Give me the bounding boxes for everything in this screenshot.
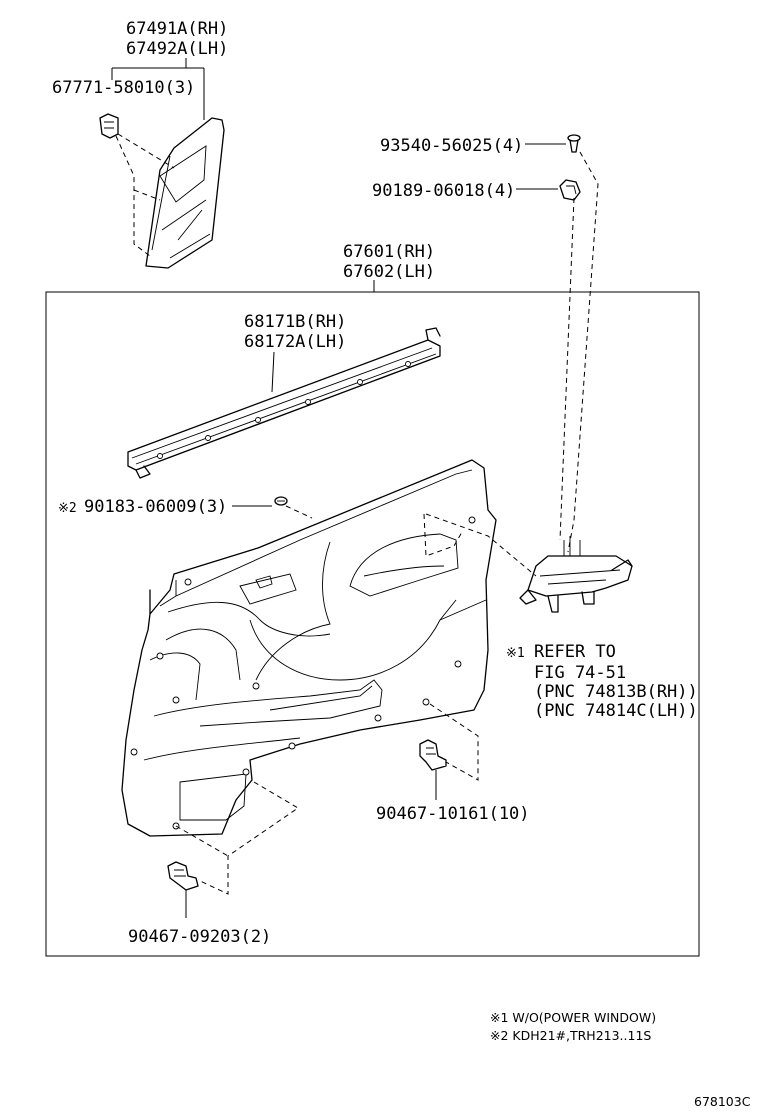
dashed-main-clip bbox=[429, 703, 479, 781]
weatherstrip-part bbox=[127, 327, 441, 479]
label-68171b[interactable]: 68171B(RH) bbox=[244, 312, 346, 332]
label-mark-2: ※2 bbox=[58, 501, 77, 516]
dashed-handle bbox=[423, 513, 537, 577]
label-67602[interactable]: 67602(LH) bbox=[343, 262, 435, 282]
dashed-small-clip bbox=[285, 505, 313, 519]
board-group: 67601(RH) 67602(LH) bbox=[45, 242, 700, 957]
main-clip-group: 90467-10161(10) bbox=[376, 703, 530, 824]
label-67492a[interactable]: 67492A(LH) bbox=[126, 39, 228, 59]
label-67771-58010[interactable]: 67771-58010(3) bbox=[52, 78, 195, 98]
small-clip-group: ※2 90183-06009(3) bbox=[58, 496, 313, 519]
label-90467-09203[interactable]: 90467-09203(2) bbox=[128, 927, 271, 947]
label-90183-06009[interactable]: 90183-06009(3) bbox=[84, 497, 227, 517]
inside-handle-group: ※1 REFER TO FIG 74-51 (PNC 74813B(RH)) (… bbox=[423, 513, 698, 721]
assembly-frame bbox=[45, 291, 700, 957]
dashed-upper-trim bbox=[115, 133, 175, 257]
dashed-lower-clip bbox=[175, 781, 299, 895]
upper-trim-panel bbox=[145, 117, 225, 269]
label-pnc-74813b[interactable]: (PNC 74813B(RH)) bbox=[534, 682, 698, 702]
small-clip-icon bbox=[274, 496, 288, 506]
label-67491a[interactable]: 67491A(RH) bbox=[126, 19, 228, 39]
label-90189-06018[interactable]: 90189-06018(4) bbox=[372, 181, 515, 201]
main-clip-icon bbox=[419, 739, 447, 771]
door-trim-board bbox=[121, 459, 497, 837]
clip-67771-icon bbox=[99, 113, 119, 139]
figure-id: 678103C bbox=[694, 1094, 751, 1109]
leader-upper-trim bbox=[111, 58, 205, 120]
note-1: ※1 W/O(POWER WINDOW) bbox=[490, 1010, 656, 1025]
label-68172a[interactable]: 68172A(LH) bbox=[244, 332, 346, 352]
lower-clip-group: 90467-09203(2) bbox=[128, 781, 299, 947]
label-pnc-74814c[interactable]: (PNC 74814C(LH)) bbox=[534, 701, 698, 721]
dashed-screw-nut bbox=[559, 151, 599, 553]
label-fig-74-51[interactable]: FIG 74-51 bbox=[534, 663, 626, 683]
upper-trim-group: 67491A(RH) 67492A(LH) 67771-58010(3) bbox=[52, 19, 228, 269]
label-93540-56025[interactable]: 93540-56025(4) bbox=[380, 136, 523, 156]
label-mark-1: ※1 bbox=[506, 646, 525, 661]
label-90467-10161[interactable]: 90467-10161(10) bbox=[376, 804, 530, 824]
lower-clip-icon bbox=[167, 861, 199, 891]
label-67601[interactable]: 67601(RH) bbox=[343, 242, 435, 262]
leader-weatherstrip bbox=[271, 351, 275, 393]
nut-icon bbox=[559, 179, 581, 201]
screw-nut-group: 93540-56025(4) 90189-06018(4) bbox=[372, 134, 599, 553]
weatherstrip-group: 68171B(RH) 68172A(LH) bbox=[127, 312, 441, 479]
note-2: ※2 KDH21#,TRH213..11S bbox=[490, 1028, 651, 1043]
inside-handle-part bbox=[519, 536, 633, 613]
screw-icon bbox=[567, 134, 581, 153]
label-refer-to[interactable]: REFER TO bbox=[534, 642, 616, 662]
